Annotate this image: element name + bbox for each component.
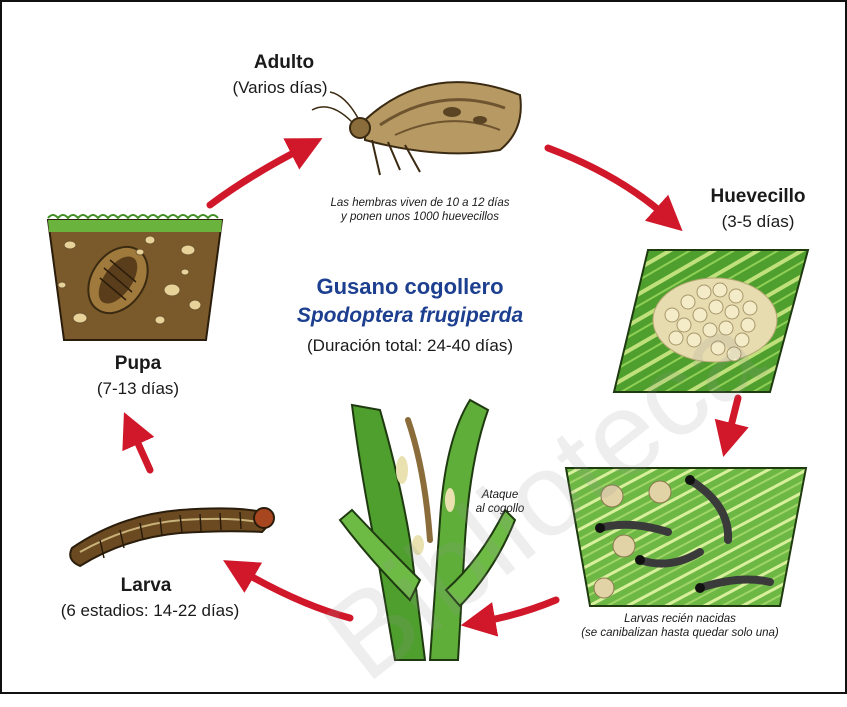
larva-stage-name: Larva (106, 575, 186, 597)
egg-stage-duration: (3-5 días) (708, 212, 808, 232)
egg-stage-name: Huevecillo (698, 186, 818, 208)
adult-stage-name: Adulto (244, 52, 324, 74)
adult-note-line2: y ponen unos 1000 huevecillos (300, 210, 540, 224)
attack-note-line2: al cogollo (460, 502, 540, 516)
larva-stage-duration: (6 estadios: 14-22 días) (40, 601, 260, 621)
arrow-pupa-to-adult (210, 147, 305, 205)
diagram-title: Gusano cogollero (290, 274, 530, 300)
hatchlings-note-line1: Larvas recién nacidas (560, 612, 800, 626)
arrow-hatchlings-to-attack (480, 600, 556, 622)
arrow-egg-to-hatchlings (728, 398, 738, 438)
pupa-soil-illustration (48, 215, 222, 340)
adult-note-line1: Las hembras viven de 10 a 12 días (300, 196, 540, 210)
pupa-stage-duration: (7-13 días) (78, 379, 198, 399)
hatchlings-illustration (566, 468, 806, 606)
attack-note-line1: Ataque (470, 488, 530, 502)
total-duration: (Duración total: 24-40 días) (290, 336, 530, 356)
hatchlings-note-line2: (se canibalizan hasta quedar solo una) (540, 626, 820, 640)
adult-stage-duration: (Varios días) (205, 78, 355, 98)
larva-illustration (70, 508, 274, 566)
pupa-stage-name: Pupa (98, 353, 178, 375)
egg-mass-illustration (614, 250, 808, 392)
arrow-larva-to-pupa (132, 430, 150, 470)
scientific-name: Spodoptera frugiperda (290, 304, 530, 328)
arrow-adult-to-egg (548, 148, 668, 218)
